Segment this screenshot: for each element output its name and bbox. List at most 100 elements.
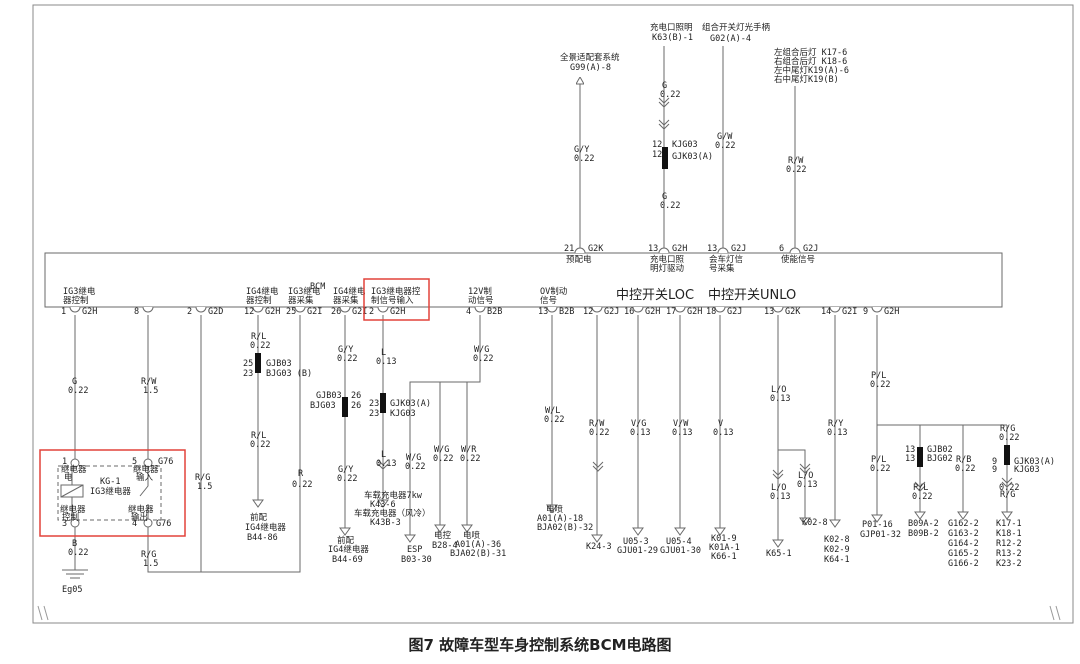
top-label-rl4: 右中尾灯K19(B) (774, 74, 839, 85)
top-label-cd-code: K63(B)-1 (652, 33, 693, 43)
pin-terminal (252, 306, 264, 313)
pin-terminal (714, 306, 726, 313)
connector-pin: 9 (992, 465, 997, 475)
wire-size: 0.13 (376, 357, 396, 367)
pin-terminal (69, 306, 81, 313)
wire-label: 0.22 (660, 90, 680, 100)
ig3-relay (57, 458, 162, 528)
pin-number: 13 (648, 244, 658, 254)
dest-label: G162-2 (948, 519, 979, 529)
pin-function: 预配电 (566, 254, 592, 265)
pin-function: IG4继电 (246, 286, 279, 297)
center-lock-label: 中控开关LOC (616, 288, 694, 303)
wire-labels: G 0.22 R/W 1.5 R/G 1.5 R/L 0.22 R/L 0.22… (68, 332, 1019, 569)
wire-tag: R/B (956, 455, 971, 465)
wire-tag: L/O (798, 471, 813, 481)
wire-size: 0.22 (68, 548, 88, 558)
pin-terminal (871, 306, 883, 313)
connector-name: GJB02 (927, 445, 953, 455)
pin-function: IG3继电 (63, 286, 96, 297)
connector-name: GJK03(A) (390, 399, 431, 409)
relay-label: 控制 (62, 512, 79, 523)
dest-label: B09A-2 (908, 519, 939, 529)
wire-tag: W/G (406, 453, 421, 463)
dest-label: GJU01-30 (660, 546, 701, 556)
dest-label: GJU01-29 (617, 546, 658, 556)
wire-tag: R/G (195, 473, 210, 483)
wire-tag: R/L (251, 332, 266, 342)
top-label-zh-code: G02(A)-4 (710, 34, 751, 44)
pin-function: 制信号输入 (371, 295, 414, 306)
pin-number: 1 (61, 307, 66, 317)
connector-pin: 23 (369, 399, 379, 409)
connector-name: GJK03(A) (1014, 457, 1055, 467)
corner-mark (37, 605, 49, 621)
connector-gjb03-b (255, 353, 261, 373)
pin-terminal (377, 306, 389, 313)
pin-function: 器控制 (63, 295, 89, 306)
pin-connector: G2H (265, 307, 280, 317)
connector-pin: 25 (243, 359, 253, 369)
wire-tag: R/L (251, 431, 266, 441)
dest-label: R12-2 (996, 539, 1022, 549)
pin-terminal (142, 306, 154, 313)
dest-label: K66-1 (711, 552, 737, 562)
connector-name: GJB03 (316, 391, 342, 401)
wire-label: 12 (652, 140, 662, 150)
wire-size: 0.22 (433, 454, 453, 464)
wire-tag: L/O (771, 385, 786, 395)
connector-pin: 9 (992, 457, 997, 467)
dest-label: G166-2 (948, 559, 979, 569)
pin-function: 器采集 (288, 295, 314, 306)
wire-tag: W/G (474, 345, 489, 355)
dest-label: K01-9 (711, 534, 737, 544)
pin-connector: G2J (731, 244, 746, 254)
wire-size: 1.5 (197, 482, 212, 492)
dest-label: K24-3 (586, 542, 612, 552)
wire-tag: W/L (545, 406, 560, 416)
relay-pin: 5 (132, 457, 137, 467)
dest-label: 电控 (434, 530, 452, 541)
pin-connector: G2H (884, 307, 899, 317)
pin-number: 17 (666, 307, 676, 317)
wire-label: R/W (788, 156, 804, 166)
wire-tag: L/O (771, 483, 786, 493)
dest-label: P01-16 (862, 520, 893, 530)
pin-function: 器控制 (246, 295, 272, 306)
top-label-rl3: 左中尾灯K19(A)-6 (774, 65, 849, 76)
wire-tag: G (72, 377, 77, 387)
wire-label: 12 (652, 150, 662, 160)
pin-terminal (546, 306, 558, 313)
connector-pin: 23 (369, 409, 379, 419)
pin-connector: G2H (645, 307, 660, 317)
pin-function: 器采集 (333, 295, 359, 306)
wire-tag: R/Y (828, 419, 843, 429)
connector-name: GJB03 (266, 359, 292, 369)
connector-name: BJG03 (B) (266, 369, 312, 379)
wire-size: 0.22 (337, 474, 357, 484)
wire-tag: P/L (871, 455, 886, 465)
dest-label: 电喷 (546, 504, 564, 515)
dest-label: K43B-3 (370, 518, 401, 528)
dest-label: B44-86 (247, 533, 278, 543)
wire-tag: R/W (141, 377, 157, 387)
pin-function: 明灯驱动 (650, 263, 685, 274)
pin-number: 14 (821, 307, 831, 317)
pin-terminal (294, 306, 306, 313)
wire-size: 0.13 (630, 428, 650, 438)
pin-connector: G2I (352, 307, 367, 317)
pin-terminal (717, 247, 729, 254)
relay-connector: G76 (156, 519, 171, 529)
wire-label: KJG03 (672, 140, 698, 150)
wire-label: 0.22 (660, 201, 680, 211)
pin-function: 会车灯信 (709, 254, 744, 265)
pin-number: 16 (624, 307, 634, 317)
